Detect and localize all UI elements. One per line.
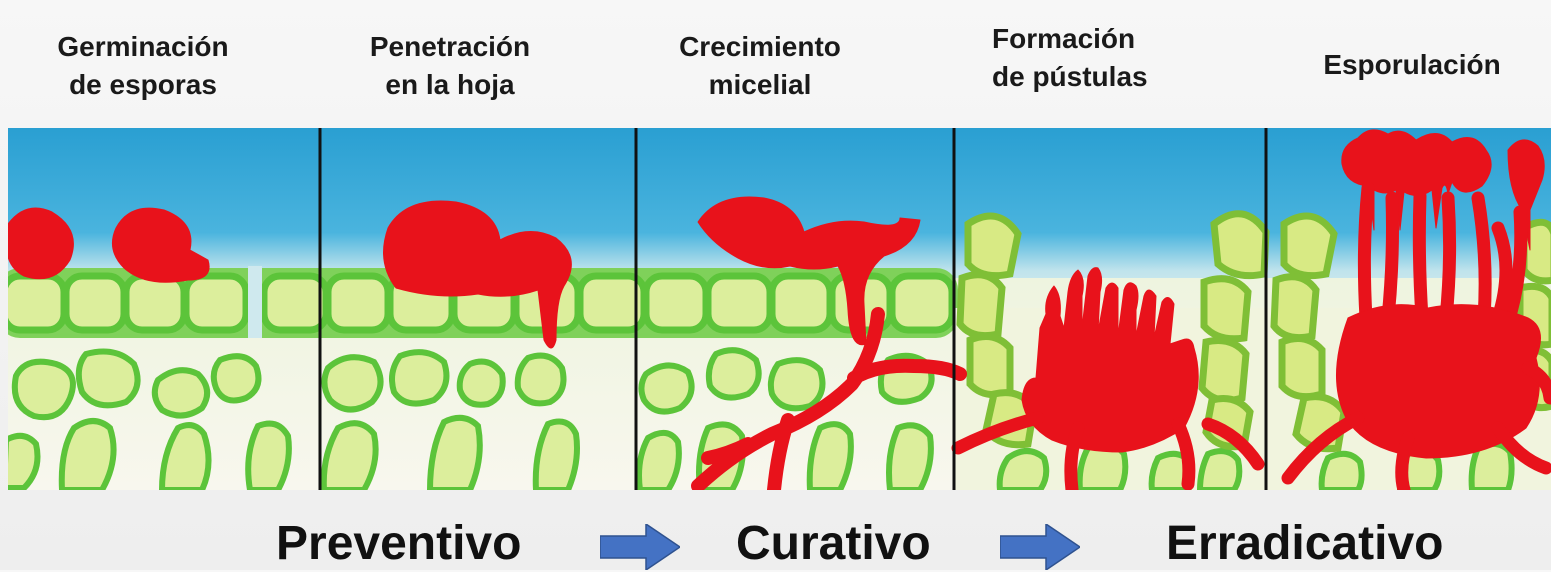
sporulation-stalks [1357, 181, 1528, 329]
hyphae [951, 411, 1265, 490]
stage-label-line1: Penetración [369, 31, 531, 62]
pustule-hyphae [1021, 267, 1199, 453]
stage-label-crecimiento: Crecimiento micelial [640, 28, 880, 104]
germinating-spore [697, 196, 921, 346]
fungus [8, 129, 1551, 490]
stage-label-formacion: Formación de pústulas [992, 20, 1222, 96]
leaf-infection-diagram [8, 128, 1551, 490]
stage-erradicativo: Erradicativo [1166, 517, 1444, 570]
stoma-gap [248, 266, 262, 338]
treatment-stages-bar: Preventivo Curativo Erradicativo [0, 500, 1551, 570]
panel-dividers [318, 128, 1268, 490]
hyphae [1281, 361, 1551, 490]
stage-label-line1: Crecimiento [679, 31, 841, 62]
hyphae [691, 307, 967, 490]
stage-label-line2: de esporas [69, 69, 217, 100]
stage-label-line2: micelial [708, 69, 812, 100]
stage-label-esporulacion: Esporulación [1282, 46, 1542, 84]
stage-curativo: Curativo [736, 517, 931, 570]
spore [8, 207, 74, 280]
stage-label-line1: Esporulación [1323, 49, 1501, 80]
germinating-spore [383, 200, 572, 349]
sporulation [1507, 139, 1545, 251]
arrow-right-icon [1000, 524, 1080, 570]
arrow-right-icon [600, 524, 680, 570]
stage-labels: Germinación de esporas Penetración en la… [0, 23, 1551, 128]
stage-label-line2: de pústulas [992, 61, 1148, 92]
stage-label-germinacion: Germinación de esporas [28, 28, 258, 104]
stage-label-penetracion: Penetración en la hoja [335, 28, 565, 104]
spore [111, 207, 210, 283]
stage-preventivo: Preventivo [276, 517, 522, 570]
stage-label-line1: Germinación [57, 31, 229, 62]
stage-label-line1: Formación [992, 23, 1136, 54]
stage-label-line2: en la hoja [385, 69, 515, 100]
